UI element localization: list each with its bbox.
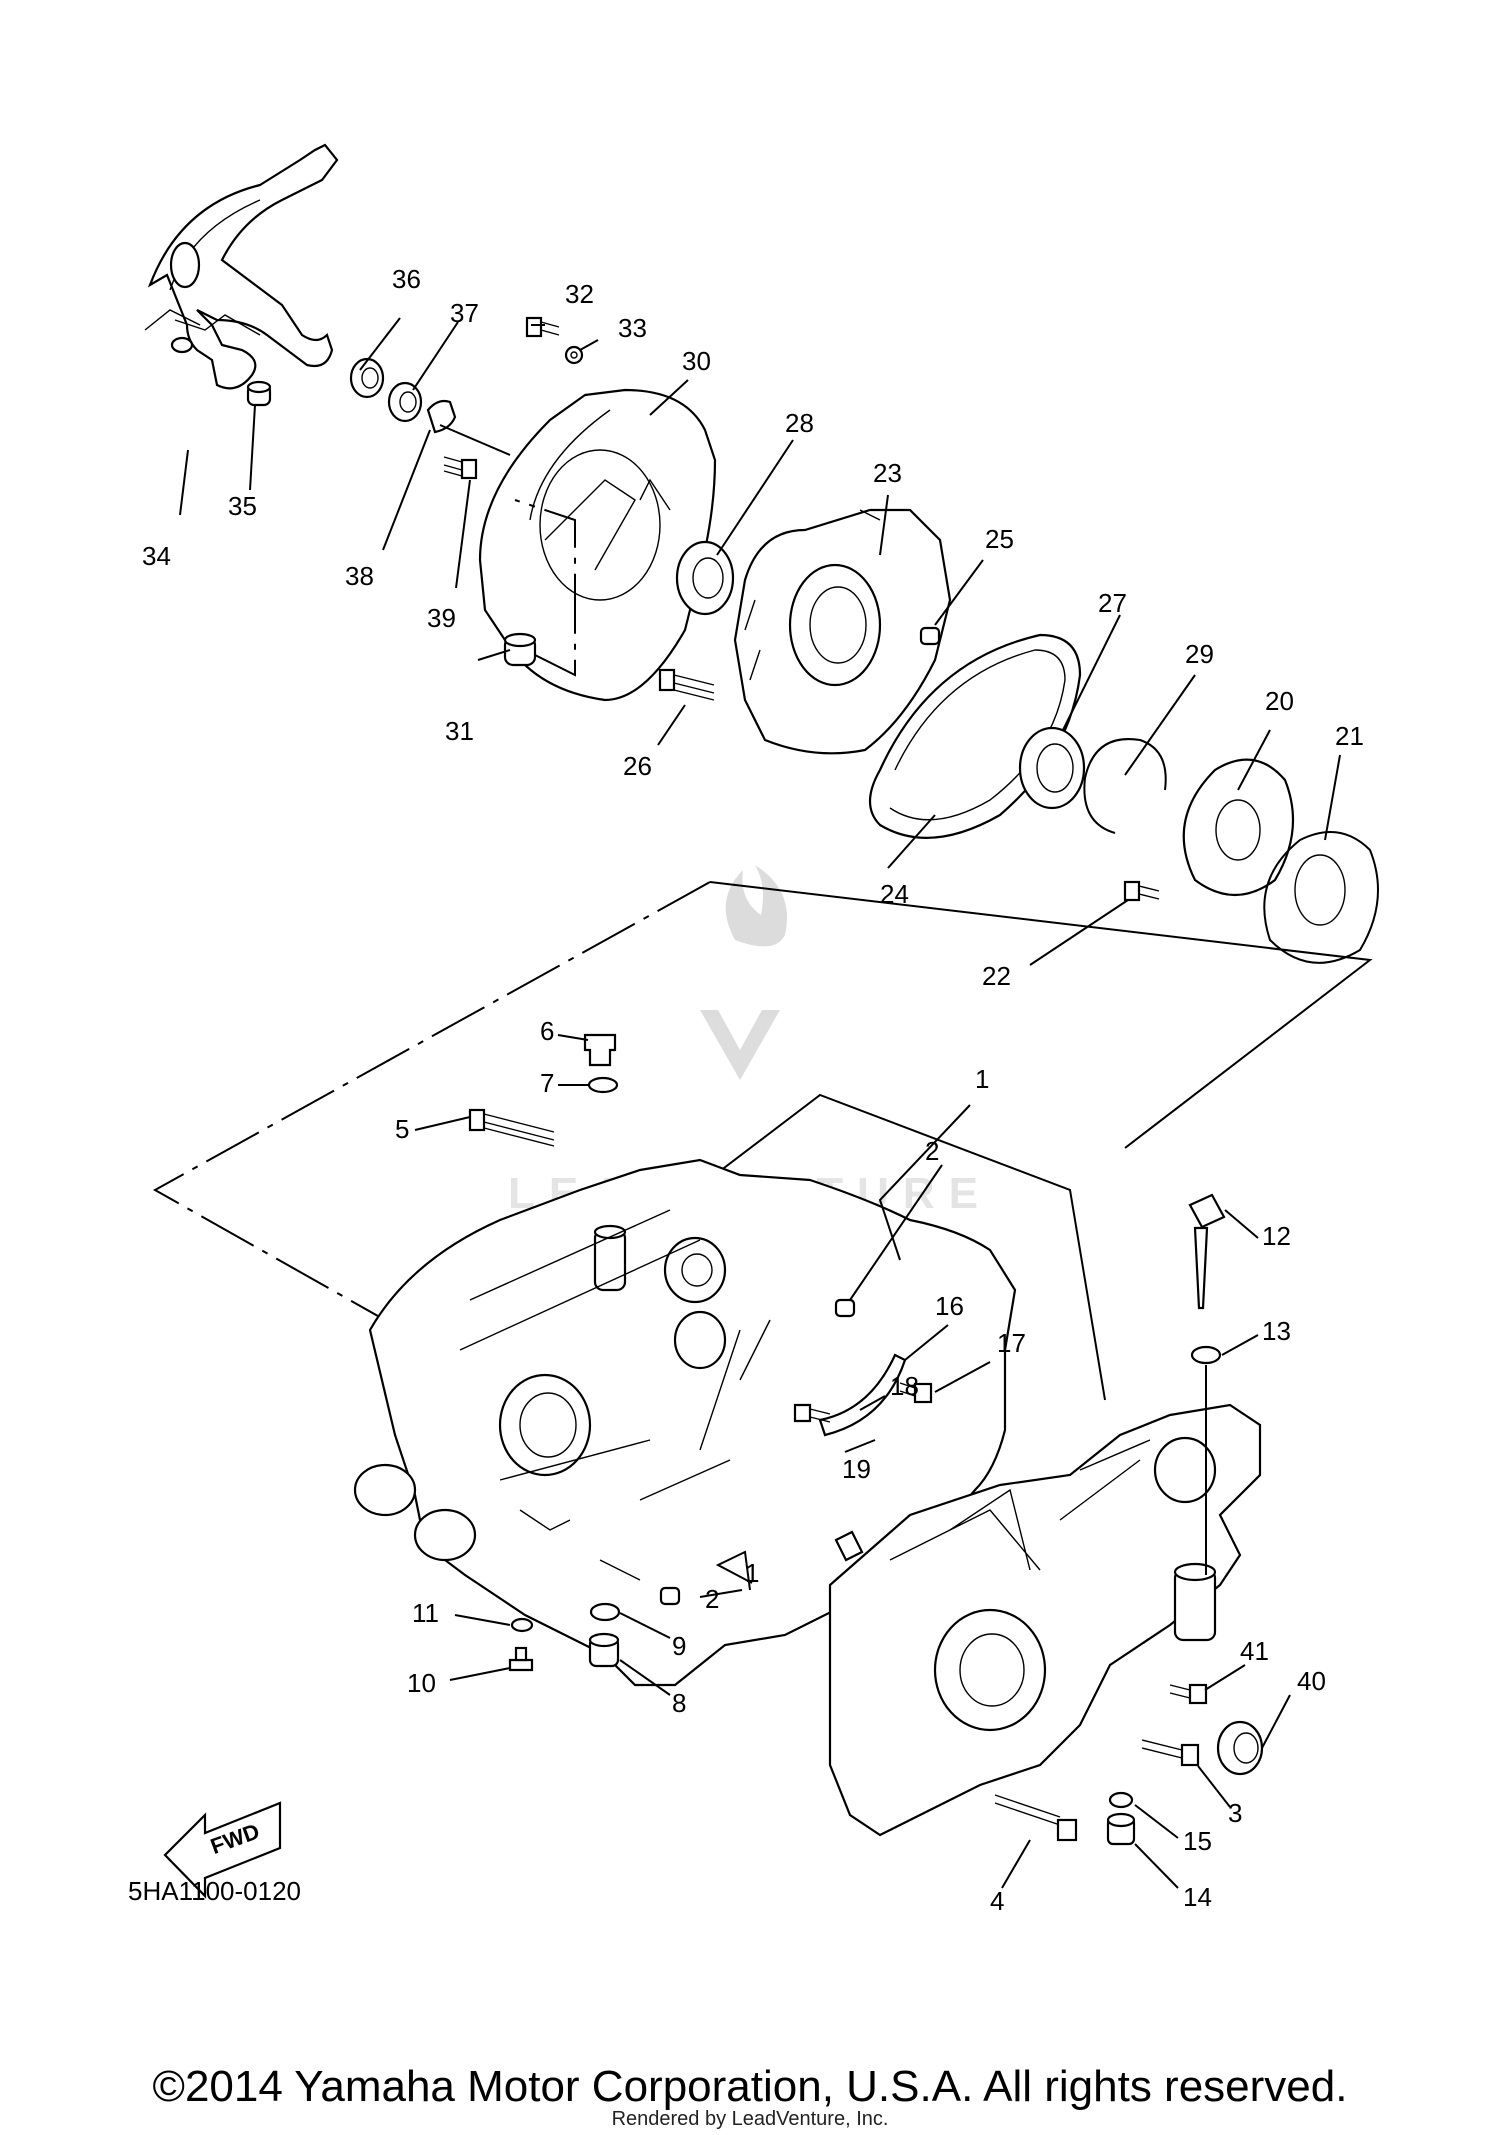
label-17: 17: [997, 1328, 1026, 1358]
part-41-bolt: [1169, 1683, 1208, 1705]
label-23: 23: [873, 458, 902, 488]
label-16: 16: [935, 1291, 964, 1321]
label-35: 35: [228, 491, 257, 521]
label-2-lower: 2: [705, 1584, 719, 1614]
label-34: 34: [142, 541, 171, 571]
label-10: 10: [407, 1668, 436, 1698]
label-7: 7: [540, 1068, 554, 1098]
part-27-bearing: [1018, 726, 1086, 810]
part-14-plug: [1106, 1812, 1136, 1846]
part-2-dowel-lower: [659, 1586, 681, 1606]
part-6-plug: [583, 1033, 617, 1067]
label-12: 12: [1262, 1221, 1291, 1251]
label-6: 6: [540, 1016, 554, 1046]
label-37: 37: [450, 298, 479, 328]
part-36-bearing: [349, 357, 385, 399]
part-17-bolt: [899, 1382, 933, 1404]
label-32: 32: [565, 279, 594, 309]
part-labels: 1 2 3 4 5 6 7 8 9 10 11 12 13 14 15 16 1…: [142, 264, 1364, 1916]
part-33-washer: [564, 345, 584, 365]
label-33: 33: [618, 313, 647, 343]
label-3: 3: [1228, 1798, 1242, 1828]
label-13: 13: [1262, 1316, 1291, 1346]
label-15: 15: [1183, 1826, 1212, 1856]
part-22-bolt: [1123, 880, 1160, 902]
label-40: 40: [1297, 1666, 1326, 1696]
label-29: 29: [1185, 639, 1214, 669]
part-18-plate: [834, 1530, 864, 1562]
label-24: 24: [880, 879, 909, 909]
part-21-gasket: [1263, 831, 1379, 964]
part-40-plug: [1216, 1720, 1264, 1776]
label-39: 39: [427, 603, 456, 633]
label-4: 4: [990, 1886, 1004, 1916]
part-3-bolt: [1141, 1739, 1200, 1767]
label-38: 38: [345, 561, 374, 591]
part-8-plug: [588, 1632, 620, 1668]
part-34-cover: [144, 143, 339, 390]
copyright-text: ©2014 Yamaha Motor Corporation, U.S.A. A…: [152, 2062, 1348, 2111]
part-10-bolt: [508, 1646, 534, 1672]
part-32-bolt: [525, 316, 560, 338]
part-13-o-ring: [1190, 1345, 1222, 1575]
leader-lines: [179, 317, 1341, 1889]
part-28-oil-seal: [675, 540, 735, 616]
label-9: 9: [672, 1631, 686, 1661]
part-9-washer: [589, 1602, 621, 1622]
label-25: 25: [985, 524, 1014, 554]
label-8: 8: [672, 1688, 686, 1718]
part-2-dowel-upper: [834, 1298, 856, 1318]
part-4-bolt: [994, 1794, 1078, 1842]
part-26-bolt: [658, 668, 715, 701]
label-18: 18: [890, 1371, 919, 1401]
rendered-by-text: Rendered by LeadVenture, Inc.: [611, 2108, 889, 2130]
part-25-dowel: [919, 626, 941, 646]
label-28: 28: [785, 408, 814, 438]
label-22: 22: [982, 961, 1011, 991]
label-20: 20: [1265, 686, 1294, 716]
part-7-washer: [587, 1076, 619, 1094]
part-20-plate: [1182, 758, 1295, 897]
part-37-bearing: [387, 381, 423, 423]
label-5: 5: [395, 1114, 409, 1144]
label-27: 27: [1098, 588, 1127, 618]
part-11-washer: [510, 1617, 534, 1633]
label-41: 41: [1240, 1636, 1269, 1666]
part-15-washer: [1108, 1791, 1134, 1809]
part-29-circlip: [1083, 738, 1167, 834]
part-5-bolt: [468, 1108, 555, 1147]
label-11: 11: [412, 1598, 439, 1628]
label-14: 14: [1183, 1882, 1212, 1912]
label-19: 19: [842, 1454, 871, 1484]
label-36: 36: [392, 264, 421, 294]
part-23-housing: [733, 508, 952, 755]
part-30-cover: [478, 388, 717, 702]
part-38-plate: [426, 399, 511, 456]
part-31-collar: [503, 499, 576, 677]
watermark-logo: LEADVENTURE: [508, 865, 978, 1218]
label-30: 30: [682, 346, 711, 376]
fwd-arrow-icon: FWD: [163, 1801, 282, 1899]
part-19-bolt: [793, 1403, 831, 1423]
label-1-upper: 1: [975, 1064, 989, 1094]
part-39-bolt: [443, 456, 478, 480]
diagram-code: 5HA1100-0120: [128, 1876, 301, 1906]
label-21: 21: [1335, 721, 1364, 751]
part-35-collar: [246, 380, 272, 407]
label-1-lower: 1: [745, 1558, 759, 1588]
label-2-upper: 2: [925, 1136, 939, 1166]
label-26: 26: [623, 751, 652, 781]
part-12-dipstick: [1188, 1193, 1226, 1310]
part-1-right-crankcase: [828, 1403, 1262, 1837]
label-31: 31: [445, 716, 474, 746]
